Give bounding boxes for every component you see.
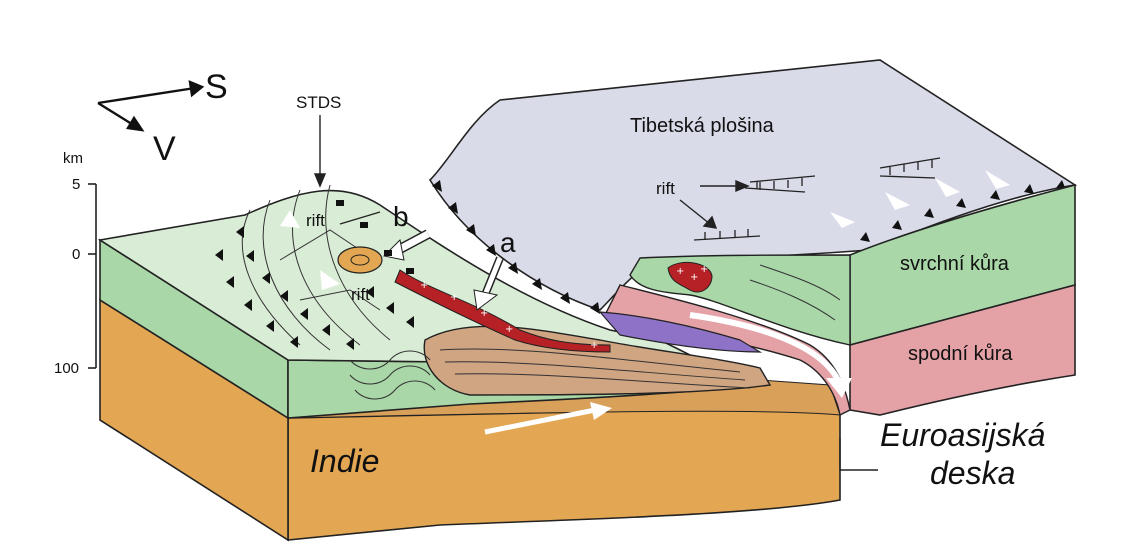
lower-crust-face [849, 283, 1076, 416]
upper-crust-label: svrchní kůra [900, 253, 1010, 275]
svg-text:+: + [676, 266, 684, 277]
scale-tick-0: 0 [72, 246, 80, 263]
flow-arrow-5 [280, 210, 300, 228]
thrust-faults-plateau [432, 180, 1066, 314]
svg-text:+: + [590, 340, 598, 351]
scale-unit: km [63, 150, 83, 167]
svg-text:+: + [505, 324, 513, 335]
scale-tick-100: 100 [54, 360, 79, 377]
svg-text:+: + [690, 272, 698, 283]
svg-text:+: + [450, 292, 458, 303]
sediment-wedge [423, 325, 772, 396]
svg-text:+: + [420, 280, 428, 291]
melt-channel [394, 269, 611, 353]
label-b: b [393, 201, 409, 232]
motion-arrows [280, 170, 1010, 435]
compass-v-label: V [153, 130, 176, 168]
svg-text:+: + [700, 264, 708, 275]
flow-arrow-3 [935, 178, 960, 197]
thrust-faults-front [215, 226, 414, 350]
flow-arrow-2 [885, 192, 910, 210]
depth-scale [88, 183, 97, 369]
india-motion-arrow [484, 407, 596, 435]
svg-text:+: + [480, 308, 488, 319]
dome-b [337, 246, 383, 274]
partial-melt: ++ ++ ++ ++ [394, 261, 713, 353]
india-label: Indie [310, 443, 379, 479]
folded-rocks [349, 350, 436, 400]
subduction-arrow [689, 312, 841, 382]
flow-arrow-6 [320, 270, 340, 290]
stds-fault [336, 200, 414, 274]
flow-arrow-1 [830, 212, 855, 228]
label-a: a [500, 227, 516, 258]
melt-pod-plateau [667, 261, 713, 293]
flow-arrow-4 [985, 170, 1010, 189]
scale-tick-5: 5 [72, 176, 80, 193]
rift-label-top: rift [306, 211, 325, 230]
rift-label-mid: rift [351, 285, 370, 304]
upper-crust-face [849, 183, 1076, 347]
rift-faults [693, 157, 941, 241]
eurasian-plate-label-1: Euroasijská [880, 417, 1045, 453]
lower-crust-label: spodní kůra [908, 343, 1013, 365]
sediment-layering [439, 348, 751, 389]
purple-layer [598, 311, 763, 353]
plateau-label: Tibetská plošina [630, 115, 775, 137]
compass-s-label: S [205, 68, 228, 106]
plate-bracket [839, 438, 878, 471]
leader-lines [313, 115, 750, 229]
eurasian-plate-label-2: deska [930, 455, 1015, 491]
compass [97, 80, 205, 132]
rift-label-plateau: rift [656, 179, 675, 198]
stds-label: STDS [296, 93, 341, 112]
